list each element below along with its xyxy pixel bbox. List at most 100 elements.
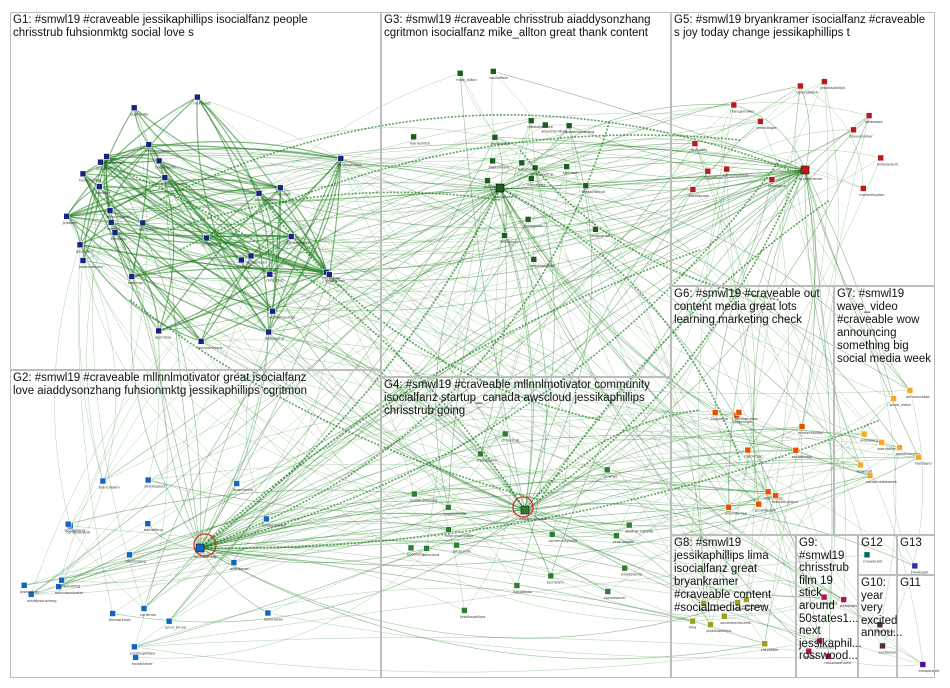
node-bryankramer[interactable]: bryankramer [850, 126, 874, 139]
node-grhbrands[interactable]: grhbrands [453, 541, 471, 554]
node-lima[interactable]: lima [689, 617, 697, 630]
node-virbowman[interactable]: virbowman [325, 271, 345, 284]
hub-node-fuhsionmktg[interactable]: fuhsionmktg [194, 543, 216, 559]
node-announcebot[interactable]: announcebot [906, 387, 930, 399]
node-jessikaphillips[interactable]: jessikaphillips [129, 643, 155, 656]
node-jessikaphil[interactable]: jessikaphil [839, 596, 859, 609]
node-rosswoodhams[interactable]: rosswoodhams [824, 653, 851, 665]
node-jessikaphillips[interactable]: jessikaphillips [459, 607, 485, 619]
node-themarkhub[interactable]: themarkhub [109, 610, 132, 623]
node-mowsmedia[interactable]: mowsmedia [444, 504, 466, 516]
node-growthhack[interactable]: growthhack [755, 500, 777, 513]
node-bhcreativeliv[interactable]: bhcreativeliv [255, 190, 279, 202]
node-mariasmith[interactable]: mariasmith [410, 133, 430, 146]
node-cgritmon[interactable]: cgritmon [140, 605, 156, 618]
node-melonielyn[interactable]: melonielyn [491, 134, 511, 146]
node-aiaddysonzhang[interactable]: aiaddysonzhang [565, 122, 594, 135]
node-wave_video[interactable]: wave_video [890, 395, 911, 408]
node-jcjsaves[interactable]: jcjsaves [62, 213, 77, 225]
node-mediamaven[interactable]: mediamaven [735, 409, 759, 421]
node-chrisstrub[interactable]: chrisstrub [501, 430, 520, 443]
node-kaseypt[interactable]: kaseypt [237, 256, 252, 269]
hub-node-bryankramer[interactable]: bryankramer [799, 165, 823, 181]
node-jenni_bruno[interactable]: jenni_bruno [164, 617, 186, 630]
node-thesocialhub[interactable]: thesocialhub [582, 182, 606, 195]
node-gsupdaru[interactable]: gsupdaru [76, 241, 93, 254]
node-jeffreyharrison[interactable]: jeffreyharrison [722, 165, 749, 178]
node-wowcast[interactable]: wowcast [857, 461, 873, 474]
node-shamsayed[interactable]: shamsayed [144, 476, 165, 489]
node-dmeidinger[interactable]: dmeidinger [756, 118, 777, 130]
node-amandajdavis[interactable]: amandajdavis [145, 141, 170, 154]
node-saleswit[interactable]: saleswit [276, 184, 291, 197]
node-shannonbrady[interactable]: shannonbrady [197, 337, 224, 350]
node-chrisstrub[interactable]: chrisstrub [816, 637, 835, 650]
node-jennlpeck[interactable]: jennlpeck [517, 159, 536, 172]
node-allenbrown[interactable]: allenbrown [230, 559, 250, 572]
node-fuhsionmktg[interactable]: fuhsionmktg [58, 576, 80, 589]
node-techstars[interactable]: techstars [547, 572, 564, 585]
node-smwlondon[interactable]: smwlondon [477, 450, 498, 463]
node-lisahyoung[interactable]: lisahyoung [265, 328, 285, 341]
node-jasonbarnard[interactable]: jasonbarnard [78, 257, 103, 270]
node-heidicohen[interactable]: heidicohen [139, 219, 159, 232]
node-buildmarketing[interactable]: buildmarketing [410, 490, 437, 503]
node-socialmediacrew[interactable]: socialmediacrew [720, 612, 750, 625]
node-somethingbig[interactable]: somethingbig [896, 444, 921, 457]
node-acornrise[interactable]: acornrise [155, 327, 172, 340]
node-kellyrowan[interactable]: kellyrowan [264, 609, 283, 622]
node-awscloud[interactable]: awscloud [423, 545, 440, 557]
node-jessikaphillips[interactable]: jessikaphillips [819, 78, 845, 91]
node-mcwhitener[interactable]: mcwhitener [132, 653, 154, 666]
node-jessicwill[interactable]: jessicwill [96, 158, 113, 171]
node-smwtoronto[interactable]: smwtoronto [621, 564, 642, 577]
node-aiaddysonzhang[interactable]: aiaddysonzhang [27, 590, 57, 603]
node-mike_allton[interactable]: mike_allton [456, 70, 477, 82]
node-50states1[interactable]: 50states1 [820, 593, 838, 606]
hub-node-isocialfanz[interactable]: isocialfanz [494, 183, 513, 199]
node-socialmediaweek[interactable]: socialmediaweek [866, 472, 898, 485]
node-checkitout[interactable]: checkitout [744, 446, 763, 459]
node-jessikaphillips[interactable]: jessikaphillips [706, 621, 732, 634]
node-filmfan[interactable]: filmfan [805, 647, 818, 660]
node-cmiquotes[interactable]: cmiquotes [524, 216, 543, 228]
node-hootsuite[interactable]: hootsuite [407, 544, 425, 557]
node-kimberlydeal[interactable]: kimberlydeal [262, 515, 286, 528]
node-bryankramer[interactable]: bryankramer [742, 596, 766, 609]
node-teresaheath[interactable]: teresaheath [796, 82, 818, 95]
node-isocialfanz[interactable]: isocialfanz [704, 167, 723, 180]
node-hastings[interactable]: hastings [128, 273, 143, 286]
node-startup_canada[interactable]: startup_canada [625, 521, 653, 534]
node-marketingland[interactable]: marketingland [772, 492, 798, 505]
node-dlstrategy[interactable]: dlstrategy [527, 175, 546, 188]
node-chrisstrub[interactable]: chrisstrub [592, 226, 611, 238]
node-isocialfanz[interactable]: isocialfanz [513, 582, 532, 595]
node-josephkim[interactable]: josephkim [19, 581, 39, 594]
node-isocialfanz[interactable]: isocialfanz [489, 68, 508, 80]
node-marketingdan[interactable]: marketingdan [859, 185, 884, 197]
node-dmscott[interactable]: dmscott [95, 183, 111, 196]
node-communitybuild[interactable]: communitybuild [548, 530, 577, 543]
node-nickkellet[interactable]: nickkellet [193, 93, 211, 106]
node-rossrossing[interactable]: rossrossing [126, 551, 146, 564]
node-ammie[interactable]: ammie [107, 219, 120, 231]
node-rebekahradice[interactable]: rebekahradice [527, 117, 554, 130]
node-socialsally[interactable]: socialsally [484, 177, 503, 190]
node-cgritmon[interactable]: cgritmon [563, 163, 579, 176]
node-jeffsheehan[interactable]: jeffsheehan [102, 153, 124, 166]
node-socialbrand[interactable]: socialbrand [64, 520, 85, 533]
node-sproutsocial[interactable]: sproutsocial [604, 588, 626, 601]
node-changemaker[interactable]: changemaker [730, 101, 755, 114]
node-mllnnlmotivator[interactable]: mllnnlmotivator [445, 526, 474, 539]
node-limasocial[interactable]: limasocial [700, 599, 718, 612]
node-smwpeople[interactable]: smwpeople [919, 661, 940, 674]
node-ventureslab[interactable]: ventureslab [612, 532, 634, 545]
node-biancabalm[interactable]: biancabalm [99, 477, 120, 490]
node-ambersasd[interactable]: ambersasd [247, 252, 267, 265]
node-smwteam[interactable]: smwteam [911, 562, 929, 575]
node-mllnnlmotivator[interactable]: mllnnlmotivator [55, 583, 84, 596]
node-digitalmark[interactable]: digitalmark [489, 157, 510, 170]
node-pfmarketing[interactable]: pfmarketing [531, 164, 553, 177]
node-contentcrew[interactable]: contentcrew [734, 599, 756, 612]
node-amandarose[interactable]: amandarose [725, 503, 748, 516]
